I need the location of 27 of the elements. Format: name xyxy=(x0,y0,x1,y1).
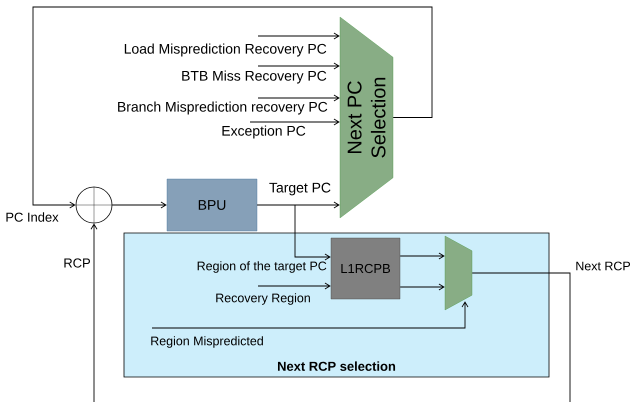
edge-label: Next RCP xyxy=(576,262,630,270)
edge-label: Load Misprediction Recovery PC xyxy=(124,44,326,56)
arrow xyxy=(258,94,340,102)
arrow xyxy=(400,252,445,260)
edge-label: Recovery Region xyxy=(216,293,310,305)
xor-symbol xyxy=(75,186,113,224)
edge-label: Region of the target PC xyxy=(198,261,326,273)
arrow xyxy=(258,32,340,40)
edge-label: Branch Misprediction recovery PC xyxy=(118,102,328,114)
arrow xyxy=(112,202,167,208)
multiplexer-shape xyxy=(444,236,472,310)
arrow xyxy=(256,204,331,260)
arrow xyxy=(258,282,331,290)
edge-label: Region Mispredicted xyxy=(151,336,263,348)
edge-label: Exception PC xyxy=(222,126,306,138)
arrow xyxy=(152,301,468,328)
arrow xyxy=(258,62,340,70)
process-box: L1RCPB xyxy=(330,238,400,300)
arrow xyxy=(32,6,432,208)
edge-label: BTB Miss Recovery PC xyxy=(182,70,326,84)
arrow xyxy=(250,118,340,126)
edge-label: Target PC xyxy=(269,182,330,196)
edge-label: RCP xyxy=(64,258,90,268)
arrow xyxy=(400,284,445,290)
arrow xyxy=(90,223,98,402)
edge-label: PC Index xyxy=(6,212,58,222)
process-box: BPU xyxy=(166,178,258,232)
